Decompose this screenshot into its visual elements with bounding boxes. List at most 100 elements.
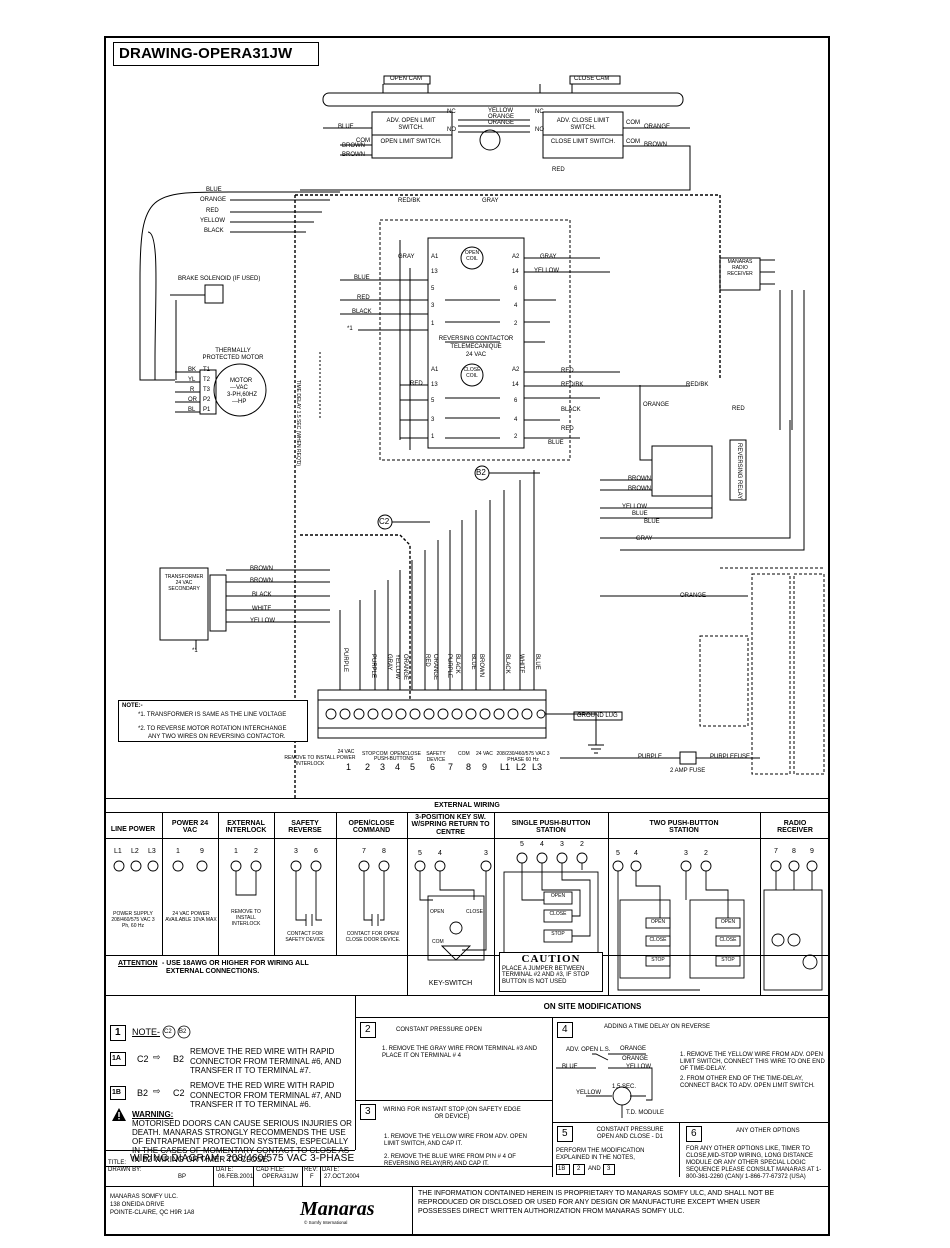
motor-terminal-yl: YL (188, 377, 196, 383)
nc-label: NC (535, 109, 544, 115)
rev-date-label: DATE: (322, 1167, 340, 1173)
motor-wire-blue: BLUE (206, 187, 222, 193)
caption-power-24vac: 24 VAC POWER AVAILABLE 10VA MAX (165, 911, 217, 923)
ext-term-num: 9 (810, 848, 814, 855)
motor-wire-red: RED (206, 208, 219, 214)
contactor-pin: 13 (431, 382, 438, 388)
drawing-title-box (113, 42, 319, 66)
power-24vac-label: 24 VAC POWER (336, 749, 356, 761)
title-label: TITLE: (108, 1160, 127, 1166)
mod-5-text: PERFORM THE MODIFICATION EXPLAINED IN TH… (556, 1148, 645, 1161)
mod-4-title: ADDING A TIME DELAY ON REVERSE (604, 1024, 711, 1030)
cad-label: CAD FILE: (256, 1167, 285, 1173)
fuse-rating-label: 2 AMP FUSE (670, 768, 706, 774)
note-c2: C2 (164, 1029, 172, 1035)
wire-label-red-bk: RED/BK (686, 382, 709, 388)
terminal-number: 5 (410, 762, 416, 772)
motor-label: MOTOR (230, 378, 253, 384)
col-head-radio-receiver: RADIO RECEIVER (777, 820, 813, 835)
ext-term-num: 7 (774, 848, 778, 855)
ext-term-num: 8 (792, 848, 796, 855)
note-markers (162, 1025, 191, 1039)
wire-label-orange: ORANGE (680, 593, 707, 599)
wire-label-red: RED (410, 381, 423, 387)
mod-2-title: CONSTANT PRESSURE OPEN (396, 1027, 482, 1033)
wire-label-red: RED (357, 295, 370, 301)
open-label: OPEN (390, 751, 405, 757)
motor-tnum: P2 (203, 397, 211, 403)
contactor-pin: 6 (514, 398, 518, 404)
wire-label-purple: PURPLE (710, 754, 735, 760)
wire-label-purple: PURPLE (638, 754, 663, 760)
reversing-contactor-body (427, 237, 525, 449)
contactor-pin: 1 (431, 321, 435, 327)
logo-subtitle: © Somfy International (304, 1220, 348, 1225)
terminal-number: 7 (448, 762, 454, 772)
mod-6-text: FOR ANY OTHER OPTIONS LIKE, TIMER TO CLO… (686, 1146, 822, 1180)
no-label: NO (447, 127, 456, 133)
company-line-1: MANARAS SOMFY ULC. (110, 1194, 178, 1200)
rev-date-value: 27.OCT.2004 (324, 1174, 360, 1180)
mod-4-number: 4 (562, 1024, 568, 1035)
wire-label-orange: ORANGE (644, 124, 671, 130)
ext-term-num: 3 (484, 850, 488, 857)
button-open: OPEN (550, 893, 566, 899)
contactor-pin: 13 (431, 269, 438, 275)
key-open-label: OPEN (430, 909, 445, 915)
note-b2: B2 (179, 1029, 187, 1035)
mod-4-blue: BLUE (562, 1064, 578, 1070)
mod-2-number: 2 (365, 1024, 371, 1035)
wire-label-red: RED (552, 167, 565, 173)
wire-label-brown: BROWN (342, 152, 365, 158)
external-wiring-drawings (113, 852, 823, 991)
contactor-pin: A2 (512, 367, 520, 373)
date-label: DATE: (216, 1167, 234, 1173)
wire-label-brown: BROWN (342, 143, 365, 149)
marker-x1: *1 (347, 326, 353, 332)
arrow-right-icon: ⇨ (153, 1086, 161, 1096)
transformer-label: TRANSFORMER 24 VAC SECONDARY (164, 574, 204, 592)
ext-term-num: 3 (560, 841, 564, 848)
contactor-pin: 5 (431, 286, 435, 292)
close-cam-label: CLOSE CAM (574, 76, 610, 82)
ext-term-num: 2 (254, 848, 258, 855)
wire-label-blue: BLUE (644, 519, 660, 525)
remove-interlock-label: REMOVE TO INSTALL INTERLOCK (284, 755, 336, 767)
wire-label-brown: BROWN (250, 566, 273, 572)
wire-label-brown: BROWN (250, 578, 273, 584)
wire-label-red: RED (561, 368, 574, 374)
mod-5-and: AND (588, 1166, 601, 1172)
motor-hp: ---HP (232, 399, 247, 405)
motor-wire-yellow: YELLOW (200, 218, 226, 224)
contactor-pin: 2 (514, 321, 518, 327)
ext-term-num: 1 (176, 848, 180, 855)
note-1a-b2: B2 (173, 1054, 185, 1064)
caution-text: PLACE A JUMPER BETWEEN TERMINAL #2 AND #… (502, 966, 590, 985)
contactor-pin: 1 (431, 434, 435, 440)
wire-label-yellow: YELLOW (488, 108, 514, 114)
brake-solenoid-label: BRAKE SOLENOID (IF USED) (178, 276, 261, 282)
contactor-pin: 2 (514, 434, 518, 440)
motor-circle (213, 363, 267, 417)
manaras-logo: Manaras (300, 1198, 375, 1220)
warning-icon (112, 1108, 126, 1121)
wire-label-red-bk: RED/BK (561, 382, 584, 388)
radio-receiver-label: MANARAS RADIO RECEIVER (727, 259, 753, 277)
contactor-label-1: REVERSING CONTACTOR (438, 336, 514, 342)
mod-4-adv-open: ADV. OPEN L.S. (566, 1047, 611, 1053)
section-divider (104, 798, 830, 799)
drawn-by-value: BP (178, 1174, 187, 1180)
button-close: CLOSE (549, 911, 567, 917)
contactor-label-3: 24 VAC (465, 352, 487, 358)
no-label: NO (535, 127, 544, 133)
motor-vac: ---VAC (230, 385, 248, 391)
wire-label-red: RED (561, 426, 574, 432)
col-head-line-power: LINE POWER (110, 826, 156, 833)
push-buttons-label: PUSH-BUTTONS (374, 756, 414, 762)
mod-4-yellow: YELLOW (576, 1090, 602, 1096)
cam-shaft (322, 92, 684, 107)
contactor-pin: 3 (431, 303, 435, 309)
drawn-by-label: DRAWN BY: (108, 1167, 142, 1173)
wire-label-blue: BLUE (632, 511, 648, 517)
note-1: *1. TRANSFORMER IS SAME AS THE LINE VOLT… (138, 712, 287, 718)
